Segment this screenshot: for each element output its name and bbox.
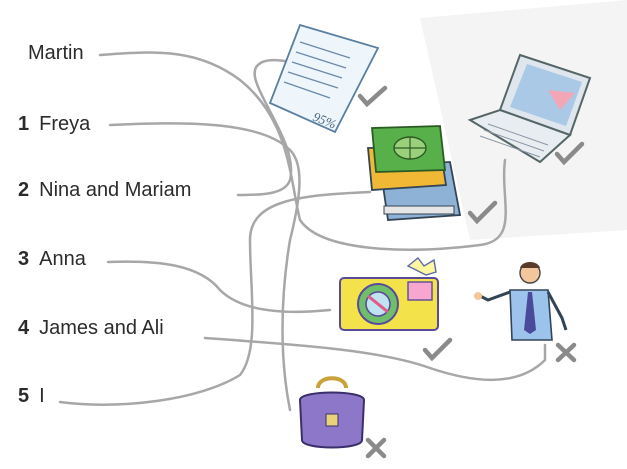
test-paper-icon: 95% <box>268 23 380 134</box>
line-martin <box>98 51 507 251</box>
name-martin: Martin <box>28 42 84 64</box>
line-james-ali <box>203 336 547 382</box>
man-icon <box>474 262 568 341</box>
tick-mark <box>554 141 585 166</box>
tick-mark <box>422 337 453 362</box>
books-icon <box>367 125 462 221</box>
line-i <box>58 190 372 406</box>
line-freya <box>108 122 301 412</box>
cross-mark <box>555 342 577 363</box>
cross-mark <box>365 437 387 459</box>
line-nina-mariam <box>236 58 293 197</box>
line-anna <box>106 260 332 314</box>
tick-mark <box>357 85 388 108</box>
bag-icon <box>298 376 366 449</box>
matching-lines <box>58 51 547 412</box>
camera-icon <box>339 257 439 331</box>
laptop-icon <box>467 53 592 164</box>
tick-mark <box>467 200 498 225</box>
